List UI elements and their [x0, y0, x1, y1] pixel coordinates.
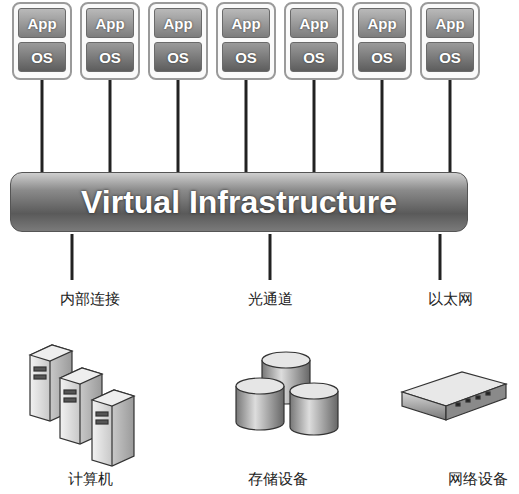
switch-icon	[402, 372, 506, 420]
app-box: App	[290, 8, 338, 38]
node-text: OS	[439, 49, 461, 66]
vm-frame: AppOS	[216, 2, 276, 80]
connector	[109, 80, 112, 172]
node-text: OS	[371, 49, 393, 66]
connector	[313, 80, 316, 172]
vm-frame: AppOS	[148, 2, 208, 80]
os-box: OS	[86, 42, 134, 72]
node-text: OS	[167, 49, 189, 66]
vm-frame: AppOS	[420, 2, 480, 80]
node-text: OS	[31, 49, 53, 66]
storage-icon	[236, 352, 338, 435]
app-box: App	[18, 8, 66, 38]
connector	[449, 80, 452, 172]
device-label: 存储设备	[248, 470, 308, 489]
vm-frame: AppOS	[80, 2, 140, 80]
connector	[41, 80, 44, 172]
device-label: 网络设备	[448, 470, 508, 489]
node-text: App	[299, 15, 328, 32]
os-box: OS	[154, 42, 202, 72]
node-text: App	[163, 15, 192, 32]
os-box: OS	[18, 42, 66, 72]
app-box: App	[86, 8, 134, 38]
connection-label: 以太网	[428, 290, 473, 309]
app-box: App	[222, 8, 270, 38]
node-text: App	[27, 15, 56, 32]
vm-frame: AppOS	[284, 2, 344, 80]
app-box: App	[154, 8, 202, 38]
app-box: App	[426, 8, 474, 38]
connection-label: 内部连接	[60, 290, 120, 309]
node-text: App	[367, 15, 396, 32]
connector	[177, 80, 180, 172]
node-text: App	[435, 15, 464, 32]
server-icon	[30, 345, 134, 466]
vm-frame: AppOS	[352, 2, 412, 80]
node-text: App	[95, 15, 124, 32]
app-box: App	[358, 8, 406, 38]
leader-lines	[72, 234, 440, 280]
node-text: Virtual Infrastructure	[81, 184, 397, 221]
connection-label: 光通道	[248, 290, 293, 309]
connector	[245, 80, 248, 172]
os-box: OS	[426, 42, 474, 72]
connector	[381, 80, 384, 172]
vm-frame: AppOS	[12, 2, 72, 80]
os-box: OS	[222, 42, 270, 72]
node-text: OS	[303, 49, 325, 66]
node-text: OS	[99, 49, 121, 66]
virtual-infrastructure-band: Virtual Infrastructure	[10, 172, 468, 232]
os-box: OS	[290, 42, 338, 72]
device-label: 计算机	[68, 470, 113, 489]
node-text: OS	[235, 49, 257, 66]
os-box: OS	[358, 42, 406, 72]
node-text: App	[231, 15, 260, 32]
